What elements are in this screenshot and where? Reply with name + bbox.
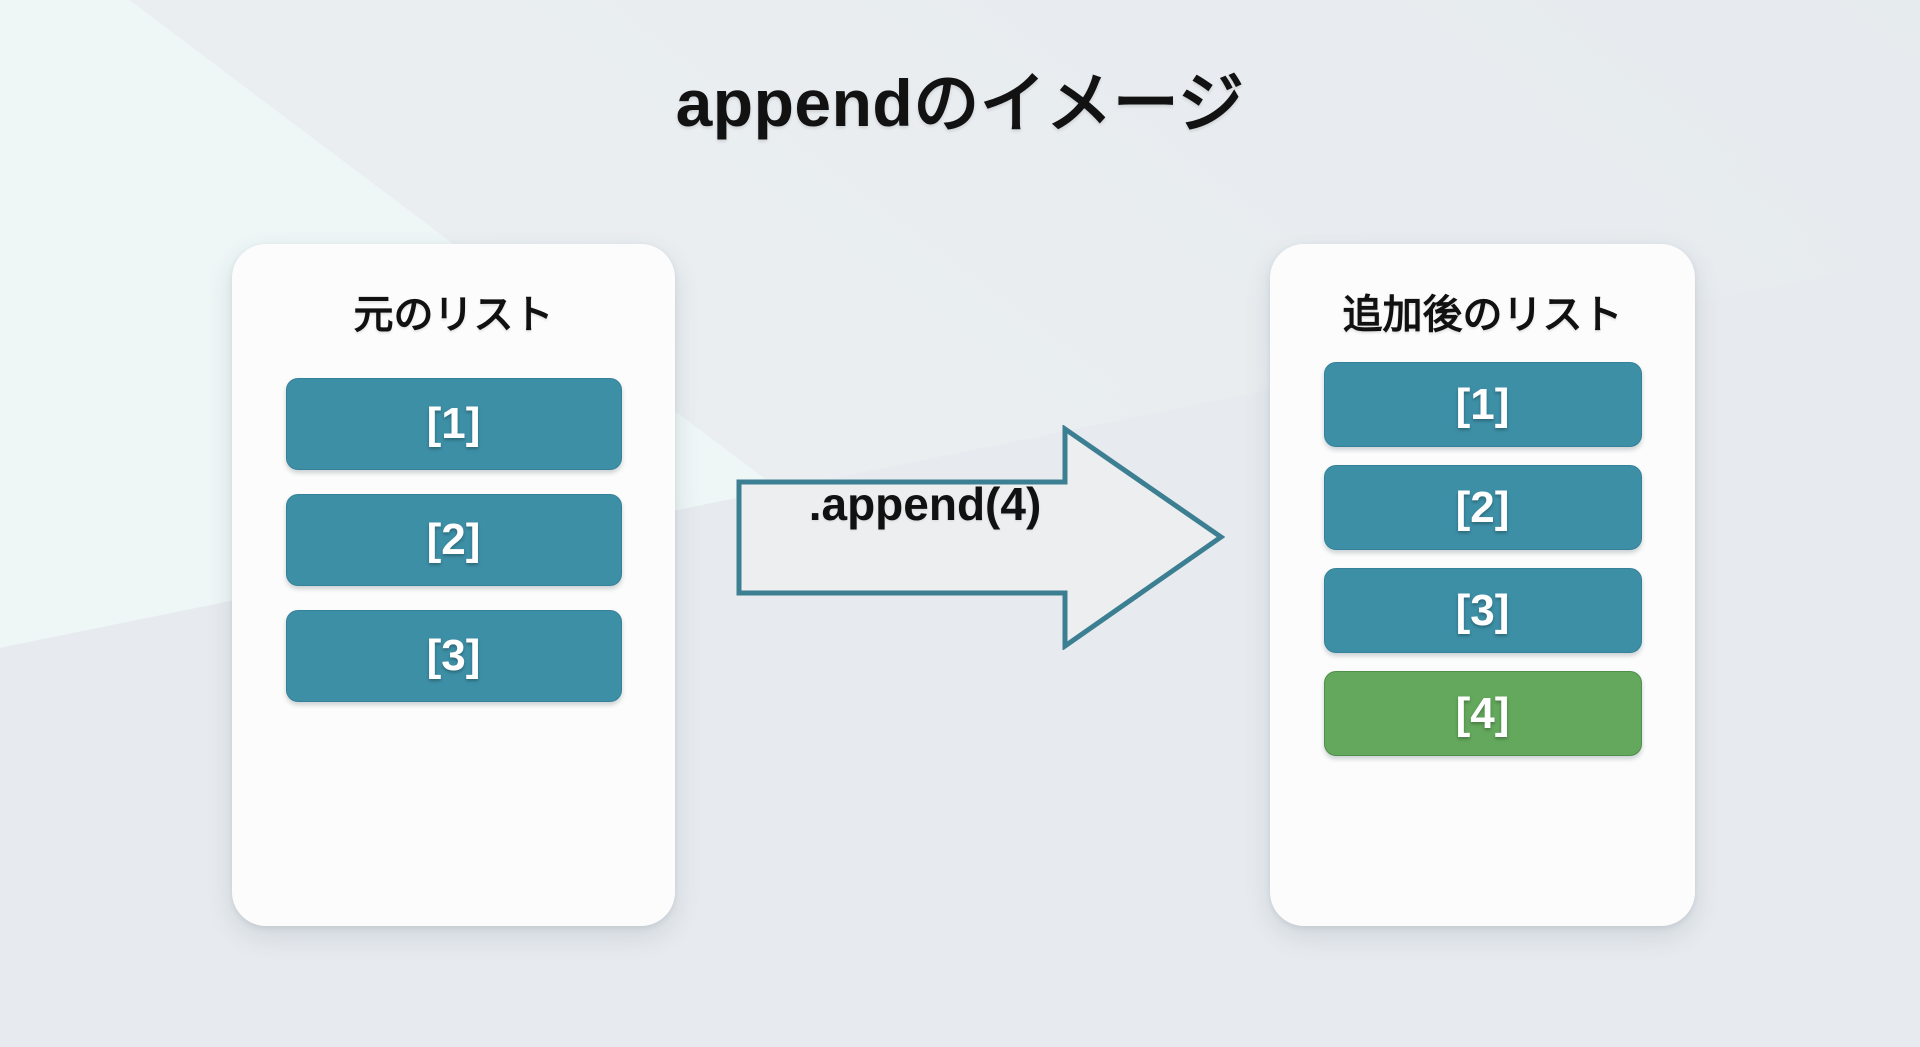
list-item: [2]	[285, 494, 622, 586]
list-item-appended: [4]	[1323, 671, 1642, 756]
append-arrow	[735, 425, 1225, 650]
list-item: [1]	[1323, 362, 1642, 447]
original-list-card: 元のリスト [1] [2] [3]	[232, 244, 675, 926]
updated-list-items: [1] [2] [3] [4]	[1270, 362, 1695, 774]
list-item: [2]	[1323, 465, 1642, 550]
updated-list-card-title: 追加後のリスト	[1342, 293, 1623, 337]
original-list-items: [1] [2] [3]	[232, 378, 675, 726]
page-title: appendのイメージ	[675, 66, 1245, 140]
list-item: [1]	[285, 378, 622, 470]
list-item: [3]	[1323, 568, 1642, 653]
original-list-card-title: 元のリスト	[353, 293, 554, 337]
list-item: [3]	[285, 610, 622, 702]
updated-list-card: 追加後のリスト [1] [2] [3] [4]	[1270, 244, 1695, 926]
arrow-right-icon	[736, 425, 1225, 650]
